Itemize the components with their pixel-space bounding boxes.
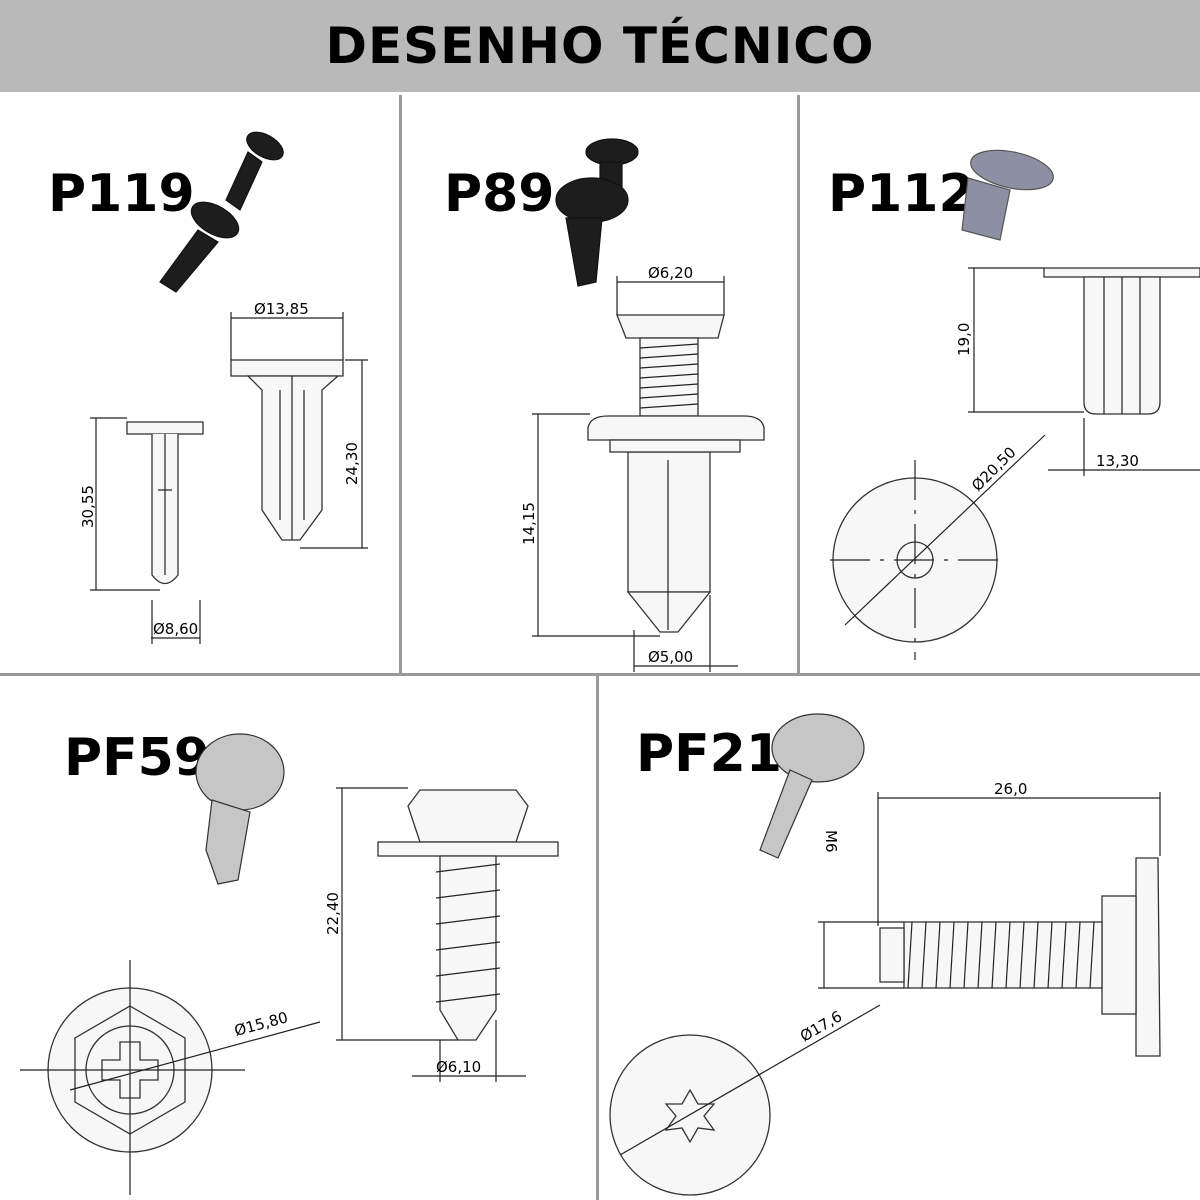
dim-pf59-length: 22,40 [324, 892, 342, 935]
dim-pf59-washer-diameter: Ø15,80 [232, 1008, 290, 1040]
dim-pf59-thread-diameter: Ø6,10 [436, 1058, 481, 1076]
p119-photo-icon [159, 131, 284, 293]
divider-v3 [596, 676, 599, 1200]
pf59-drawing: 22,40 Ø15,80 Ø6,10 [20, 733, 559, 1195]
p89-drawing: Ø6,20 14,15 Ø5,00 [520, 138, 765, 672]
part-code-pf59: PF59 [64, 728, 210, 788]
dim-p119-height: 24,30 [343, 442, 361, 485]
dim-p112-body-width: 13,30 [1096, 452, 1139, 470]
divider-h [0, 673, 1200, 676]
pf59-photo-icon [195, 733, 285, 885]
p112-photo-icon [961, 149, 1054, 241]
divider-v1 [399, 95, 402, 673]
p89-photo-icon [555, 138, 639, 287]
dim-p112-height: 19,0 [955, 323, 973, 356]
part-code-p89: P89 [444, 164, 555, 224]
dim-p119-pin-length: 30,55 [79, 485, 97, 528]
dim-p119-pin-diameter: Ø8,60 [153, 620, 198, 638]
dim-p119-head-diameter: Ø13,85 [254, 300, 309, 318]
part-code-p119: P119 [48, 164, 195, 224]
pf21-photo-icon [759, 713, 865, 859]
dim-p112-flange-diameter: Ø20,50 [968, 443, 1019, 494]
pf21-drawing: 26,0 M6 Ø17,6 [609, 713, 1161, 1196]
dim-p89-head-diameter: Ø6,20 [648, 264, 693, 282]
dim-pf21-length: 26,0 [994, 780, 1027, 798]
p112-drawing: 19,0 13,30 Ø20,50 [830, 149, 1200, 660]
header-bar [0, 0, 1200, 92]
dim-pf21-head-diameter: Ø17,6 [797, 1007, 845, 1045]
part-code-pf21: PF21 [636, 724, 782, 784]
dim-p89-shank-diameter: Ø5,00 [648, 648, 693, 666]
p119-drawing: Ø13,85 24,30 30,55 Ø8,60 [79, 131, 368, 644]
divider-v2 [797, 95, 800, 673]
page-title: DESENHO TÉCNICO [325, 17, 875, 75]
dim-p89-length: 14,15 [520, 502, 538, 545]
part-code-p112: P112 [828, 164, 975, 224]
dim-pf21-thread: M6 [822, 830, 840, 853]
